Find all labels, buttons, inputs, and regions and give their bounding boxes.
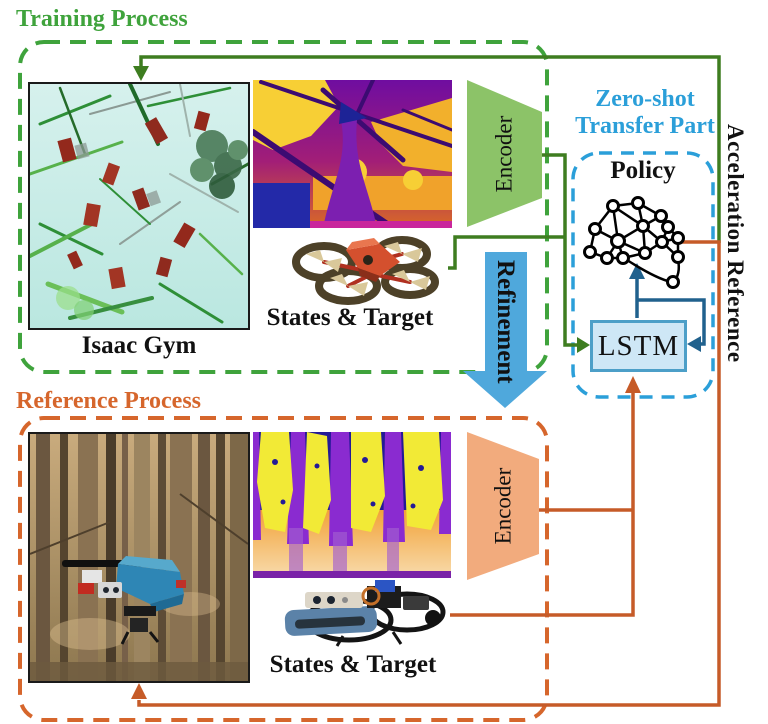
policy-label: Policy bbox=[610, 157, 676, 184]
zero-shot-transfer-title: Zero-shot Transfer Part bbox=[563, 86, 727, 140]
arrowhead-into-simulation bbox=[133, 66, 149, 81]
arrowhead-into-lstm-right bbox=[687, 336, 701, 352]
refinement-label: Refinement bbox=[492, 260, 519, 384]
policy-network-icon bbox=[583, 190, 699, 300]
arrowhead-into-forest bbox=[131, 683, 147, 699]
arrowhead-into-lstm-left bbox=[577, 337, 590, 353]
training-encoder-output-line bbox=[542, 153, 577, 347]
forest-scene bbox=[30, 434, 248, 681]
arrowhead-into-lstm-bottom bbox=[625, 376, 641, 393]
forest-flight-photo bbox=[28, 432, 250, 683]
training-states-caption: States & Target bbox=[266, 304, 434, 331]
reference-states-caption: States & Target bbox=[269, 651, 437, 678]
depth-map-scene-reference bbox=[253, 432, 451, 578]
real-drone bbox=[284, 580, 446, 647]
zero-shot-line2: Transfer Part bbox=[575, 112, 715, 139]
reference-encoder-label: Encoder bbox=[490, 467, 516, 545]
lstm-box: LSTM bbox=[590, 320, 687, 372]
reference-process-title: Reference Process bbox=[16, 388, 202, 414]
depth-map-scene-training bbox=[253, 80, 452, 228]
simulated-drone bbox=[292, 236, 439, 305]
isaac-gym-caption: Isaac Gym bbox=[81, 332, 197, 359]
simulation-scene bbox=[30, 84, 248, 328]
training-drone-image bbox=[276, 228, 448, 308]
training-encoder-label: Encoder bbox=[491, 115, 517, 192]
reference-encoder: Encoder bbox=[467, 432, 539, 580]
training-encoder: Encoder bbox=[467, 80, 542, 227]
lstm-label: LSTM bbox=[597, 329, 680, 362]
training-depth-image bbox=[253, 80, 452, 228]
zero-shot-line1: Zero-shot bbox=[595, 86, 695, 112]
isaac-gym-simulation-image bbox=[28, 82, 250, 330]
training-process-title: Training Process bbox=[16, 6, 188, 32]
reference-depth-image bbox=[253, 432, 451, 578]
reference-drone-image bbox=[283, 578, 455, 650]
acceleration-reference-label: Acceleration Reference bbox=[723, 124, 748, 363]
